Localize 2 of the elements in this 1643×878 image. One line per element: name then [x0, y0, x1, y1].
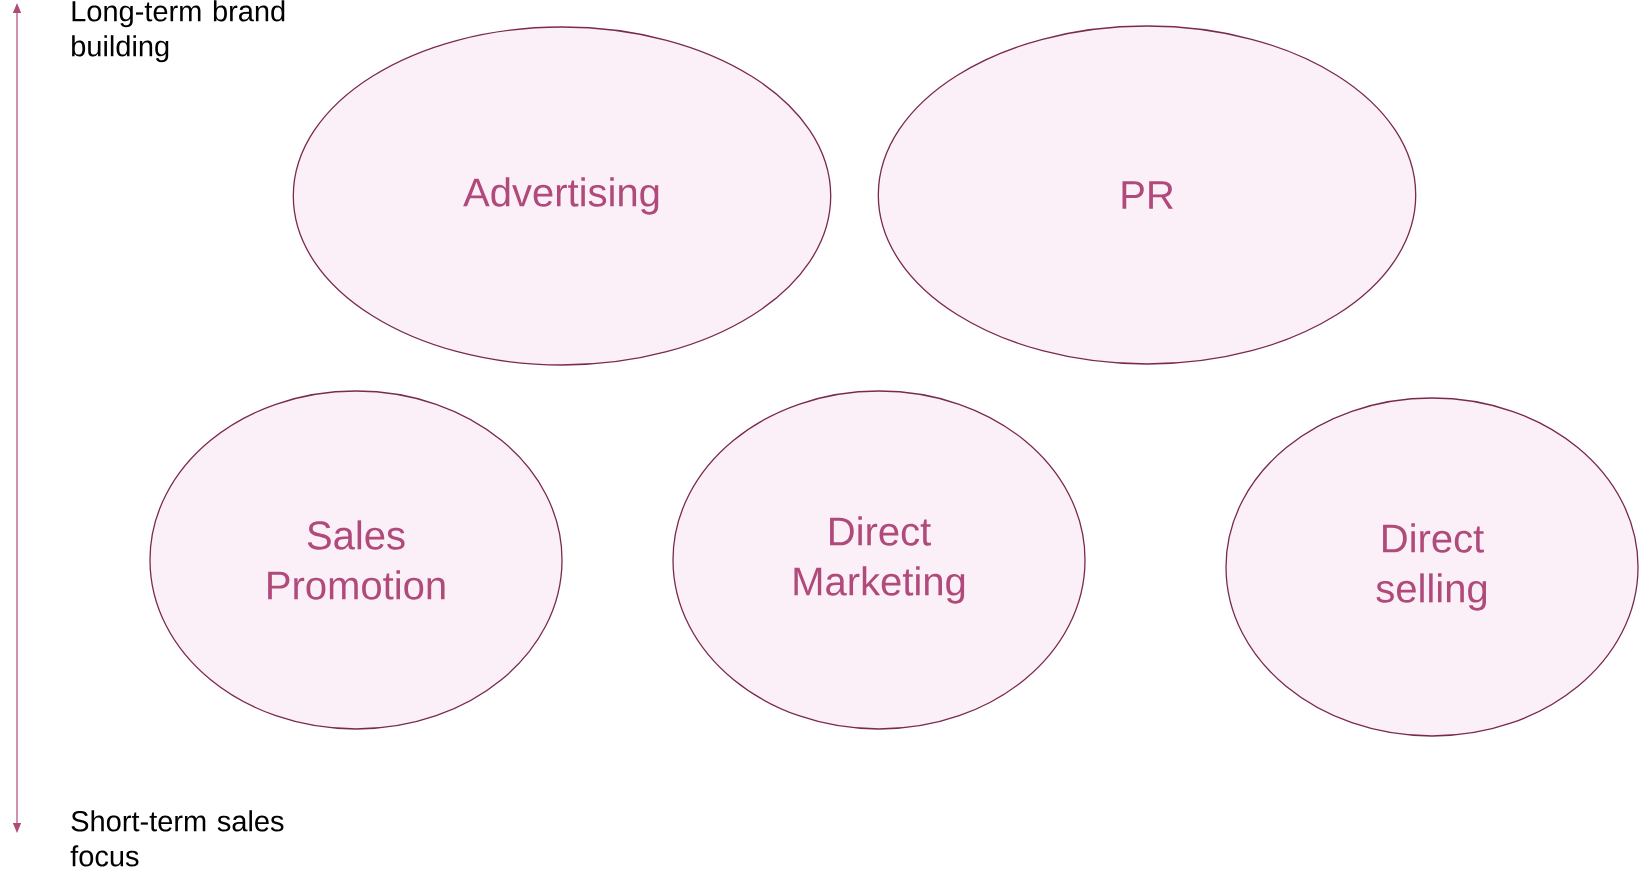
axis-label: Long-term brand building — [72, 0, 285, 63]
axis-label: Short-term sales focus — [70, 810, 284, 867]
